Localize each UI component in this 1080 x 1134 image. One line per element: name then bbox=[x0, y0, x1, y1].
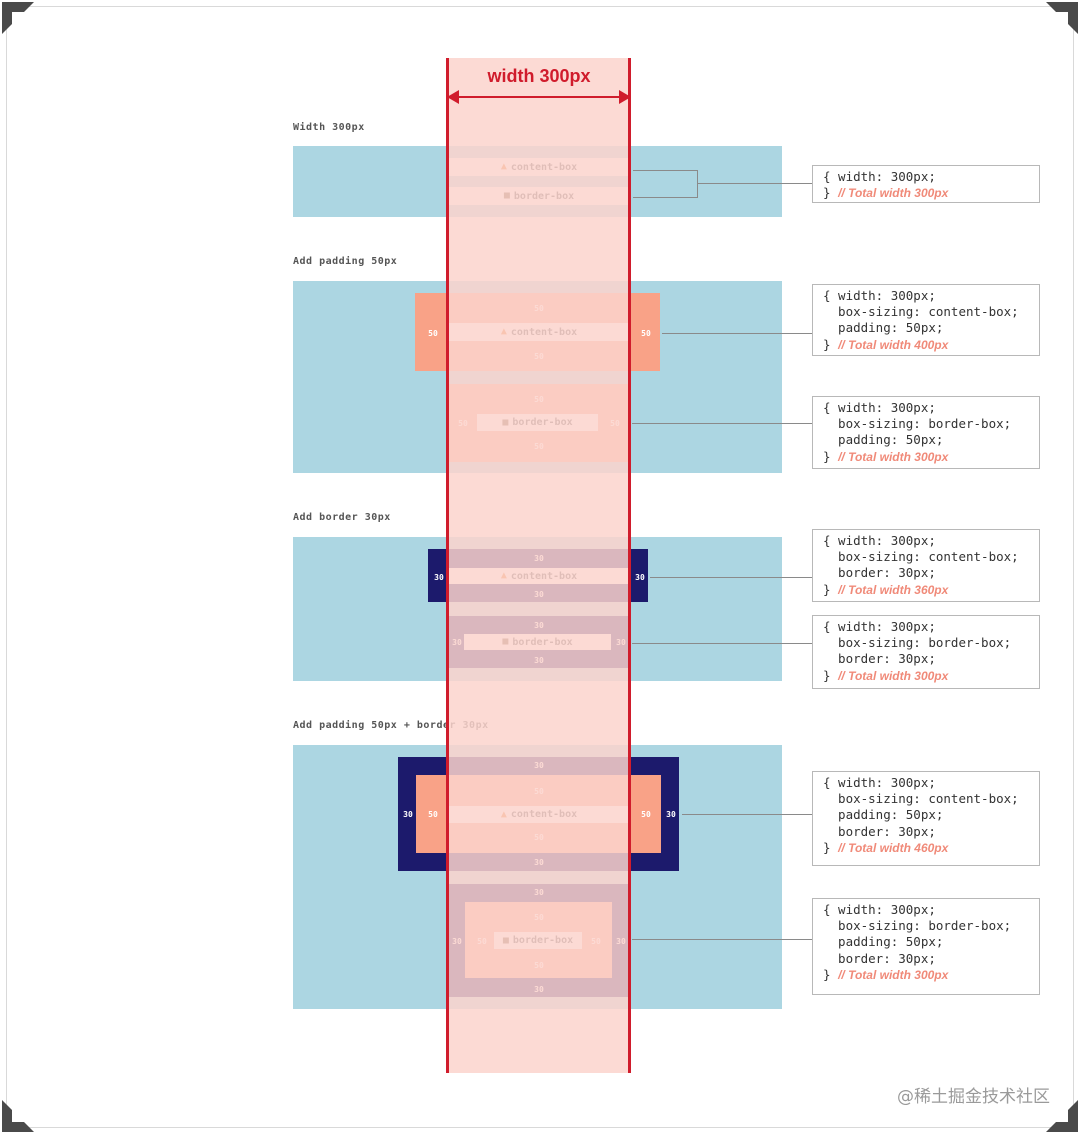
corner-cut bbox=[12, 12, 34, 34]
code-comment: // Total width 300px bbox=[838, 668, 949, 683]
border-value: 30 bbox=[635, 573, 645, 582]
connector bbox=[632, 939, 812, 940]
connector bbox=[697, 170, 698, 198]
code-line: padding: 50px; bbox=[823, 934, 944, 950]
code-block: { width: 300px; box-sizing: border-box; … bbox=[812, 898, 1040, 995]
connector bbox=[632, 643, 812, 644]
watermark: @稀土掘金技术社区 bbox=[897, 1087, 1050, 1107]
code-line: padding: 50px; bbox=[823, 432, 944, 448]
code-line: box-sizing: border-box; bbox=[823, 918, 1012, 934]
code-line: box-sizing: border-box; bbox=[823, 416, 1012, 432]
connector bbox=[697, 183, 812, 184]
code-block: { width: 300px; box-sizing: content-box;… bbox=[812, 284, 1040, 356]
border-value: 30 bbox=[403, 810, 413, 819]
section-title: Add padding 50px + border 30px bbox=[293, 720, 489, 731]
connector bbox=[650, 577, 812, 578]
border-value: 30 bbox=[666, 810, 676, 819]
padding-value: 50 bbox=[428, 329, 438, 338]
code-line: border: 30px; bbox=[823, 565, 936, 581]
border-value: 30 bbox=[434, 573, 444, 582]
width-label: width 300px bbox=[487, 66, 591, 86]
arrow-left-icon bbox=[447, 90, 459, 104]
arrow-right-icon bbox=[619, 90, 631, 104]
code-comment: // Total width 360px bbox=[838, 582, 949, 597]
code-line: { width: 300px; bbox=[823, 902, 936, 917]
code-block: { width: 300px; box-sizing: border-box; … bbox=[812, 396, 1040, 469]
code-comment: // Total width 400px bbox=[838, 337, 949, 352]
code-comment: // Total width 460px bbox=[838, 840, 949, 855]
image-frame bbox=[6, 6, 1074, 1128]
code-line: { width: 300px; bbox=[823, 619, 936, 634]
width-band bbox=[448, 58, 630, 1073]
code-block: { width: 300px; box-sizing: content-box;… bbox=[812, 529, 1040, 602]
code-line: border: 30px; bbox=[823, 950, 936, 966]
code-line: { width: 300px; bbox=[823, 288, 936, 303]
padding-value: 50 bbox=[641, 329, 651, 338]
width-guide-left bbox=[446, 58, 449, 1073]
code-block: { width: 300px; box-sizing: content-box;… bbox=[812, 771, 1040, 866]
code-line: box-sizing: content-box; bbox=[823, 549, 1019, 565]
code-comment: // Total width 300px bbox=[838, 186, 949, 201]
code-line: box-sizing: content-box; bbox=[823, 791, 1019, 807]
section-title: Add padding 50px bbox=[293, 256, 398, 267]
section-title: Add border 30px bbox=[293, 512, 391, 523]
code-comment: // Total width 300px bbox=[838, 967, 949, 982]
connector bbox=[633, 197, 697, 198]
code-comment: // Total width 300px bbox=[838, 449, 949, 464]
code-block: { width: 300px; box-sizing: border-box; … bbox=[812, 615, 1040, 689]
code-line: box-sizing: border-box; bbox=[823, 635, 1012, 651]
code-line: { width: 300px; bbox=[823, 775, 936, 790]
padding-value: 50 bbox=[428, 810, 438, 819]
connector bbox=[632, 423, 812, 424]
connector bbox=[662, 333, 812, 334]
corner-cut bbox=[1046, 12, 1068, 34]
padding-value: 50 bbox=[641, 810, 651, 819]
code-block: { width: 300px;} // Total width 300px bbox=[812, 165, 1040, 203]
code-line: { width: 300px; bbox=[823, 533, 936, 548]
code-line: box-sizing: content-box; bbox=[823, 304, 1019, 320]
width-arrow bbox=[454, 96, 624, 98]
corner-cut bbox=[12, 1100, 34, 1122]
connector bbox=[633, 170, 697, 171]
connector bbox=[682, 814, 812, 815]
width-guide-right bbox=[628, 58, 631, 1073]
section-title: Width 300px bbox=[293, 122, 365, 133]
code-line: padding: 50px; bbox=[823, 320, 944, 336]
code-line: border: 30px; bbox=[823, 651, 936, 667]
code-line: { width: 300px; bbox=[823, 169, 936, 184]
code-line: border: 30px; bbox=[823, 823, 936, 839]
corner-cut bbox=[1046, 1100, 1068, 1122]
code-line: { width: 300px; bbox=[823, 400, 936, 415]
code-line: padding: 50px; bbox=[823, 807, 944, 823]
